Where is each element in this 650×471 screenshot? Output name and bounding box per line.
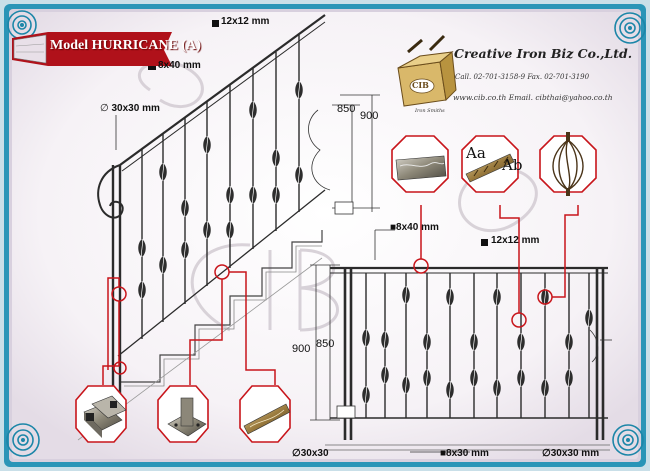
balcony-height-b: 850 (316, 338, 335, 350)
stair-handrail-label: 8x40 mm (158, 60, 201, 71)
balcony-top-rail-label: 12x12 mm (491, 235, 540, 246)
company-web: www.cib.co.th Email. cibthai@yahoo.co.th (453, 93, 613, 102)
logo-caption: Iron Smiths (415, 108, 445, 114)
title: Model HURRICANE (A) (50, 38, 201, 53)
balcony-handrail-label: ■8x40 mm (390, 222, 439, 233)
stair-height-a: 850 (337, 103, 356, 115)
balcony-height-a: 900 (292, 343, 311, 355)
company-logo (397, 34, 457, 107)
title-banner (12, 32, 172, 66)
stair-height-b: 900 (360, 110, 379, 122)
stair-post-label: ∅ 30x30 mm (100, 103, 160, 114)
company-name: Creative Iron Biz Co.,Ltd. (454, 46, 633, 61)
balcony-bottom-rail-label: ■8x30 mm (440, 448, 489, 459)
callout-ab: Ab (502, 156, 523, 174)
balcony-post-left-label: ∅30x30 (292, 448, 329, 459)
callout-aa: Aa (466, 144, 486, 162)
stair-top-rail-label: 12x12 mm (221, 16, 270, 27)
logo-text: CIB (412, 80, 429, 90)
company-contact: Call. 02-701-3158-9 Fax. 02-701-3190 (455, 73, 590, 81)
balcony-post-right-label: ∅30x30 mm (542, 448, 600, 459)
